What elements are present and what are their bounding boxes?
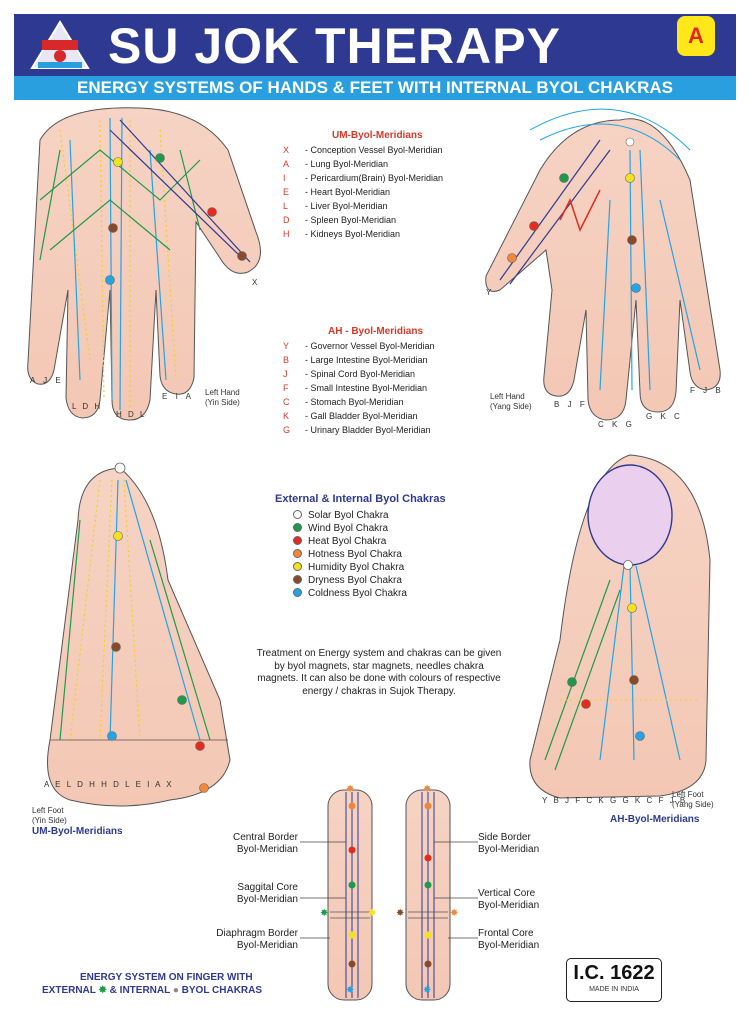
chakra-icon: ● — [172, 985, 179, 996]
finger-right-illustration — [405, 789, 451, 1001]
caption-left-foot-yang: Left Foot (Yang Side) — [672, 790, 714, 809]
finger-left-illustration — [327, 789, 373, 1001]
star-icon: ✸ — [320, 908, 329, 919]
label-vertical-core: Vertical Core Byol-Meridian — [478, 888, 540, 911]
letter: B J F — [554, 400, 588, 409]
letter: A J E — [30, 376, 64, 385]
label-central-border: Central Border Byol-Meridian — [232, 832, 298, 855]
legend-item: H- Kidneys Byol-Meridian — [283, 229, 401, 239]
legend-item: B- Large Intestine Byol-Meridian — [283, 355, 428, 365]
logo — [30, 20, 90, 69]
letter: F J B — [690, 386, 724, 395]
foot-yang-illustration — [529, 454, 711, 799]
legend-item: Solar Byol Chakra — [275, 510, 389, 521]
legend-item: Dryness Byol Chakra — [275, 575, 402, 586]
caption-ah-byol: AH-Byol-Meridians — [610, 814, 700, 825]
foot-yin-illustration — [47, 462, 231, 807]
sheet-badge: A — [677, 16, 715, 56]
label-side-border: Side Border Byol-Meridian — [478, 832, 540, 855]
legend-item: E- Heart Byol-Meridian — [283, 187, 391, 197]
hand-yin-illustration — [27, 107, 261, 421]
letter: C K G — [598, 420, 635, 429]
legend-item: I- Pericardium(Brain) Byol-Meridian — [283, 173, 444, 183]
legend-item: Hotness Byol Chakra — [275, 549, 402, 560]
legend-item: K- Gall Bladder Byol-Meridian — [283, 411, 418, 421]
star-icon: ✸ — [368, 908, 377, 919]
letter: G K C — [646, 412, 683, 421]
footer-line1: ENERGY SYSTEM ON FINGER WITH — [80, 972, 253, 983]
legend-item: F- Small Intestine Byol-Meridian — [283, 383, 428, 393]
page-title: SU JOK THERAPY — [108, 18, 561, 74]
letter: Y — [486, 288, 492, 297]
label-diaphragm-border: Diaphragm Border Byol-Meridian — [216, 928, 298, 951]
letter: E I A — [162, 392, 194, 401]
star-icon: ✸ — [396, 908, 405, 919]
legend-item: L- Liver Byol-Meridian — [283, 201, 388, 211]
header-bar — [14, 14, 736, 76]
ic-code: I.C. 1622 — [573, 962, 655, 984]
page-subtitle: ENERGY SYSTEMS OF HANDS & FEET WITH INTE… — [14, 76, 736, 100]
legend-item: C- Stomach Byol-Meridian — [283, 397, 404, 407]
letter: X — [252, 278, 258, 287]
caption-left-foot: Left Foot (Yin Side) — [32, 806, 67, 825]
legend-item: Y- Governor Vessel Byol-Meridian — [283, 341, 435, 351]
foot-yang-letters: Y B J F C K G G K C F J B — [542, 796, 688, 805]
legend-item: J- Spinal Cord Byol-Meridian — [283, 369, 416, 379]
legend-item: X- Conception Vessel Byol-Meridian — [283, 145, 443, 155]
foot-yin-letters: A E L D H H D L E I A X — [44, 780, 174, 789]
legend-item: Wind Byol Chakra — [275, 523, 388, 534]
label-frontal-core: Frontal Core Byol-Meridian — [478, 928, 540, 951]
caption-um-byol: UM-Byol-Meridians — [32, 826, 123, 837]
star-icon: ✸ — [423, 985, 432, 996]
ah-legend-title: AH - Byol-Meridians — [328, 326, 424, 337]
star-icon: ✸ — [346, 784, 355, 795]
letter: L D H — [72, 402, 103, 411]
legend-item: Humidity Byol Chakra — [275, 562, 404, 573]
label-saggital-core: Saggital Core Byol-Meridian — [236, 882, 298, 905]
legend-item: Coldness Byol Chakra — [275, 588, 407, 599]
legend-item: D- Spleen Byol-Meridian — [283, 215, 397, 225]
legend-item: Heat Byol Chakra — [275, 536, 386, 547]
caption-left-hand-yang: Left Hand (Yang Side) — [490, 392, 532, 411]
star-icon: ✸ — [346, 985, 355, 996]
caption-left-hand: Left Hand (Yin Side) — [205, 388, 240, 407]
leader-lines — [300, 841, 478, 939]
treatment-note: Treatment on Energy system and chakras c… — [256, 648, 502, 697]
ic-code-box: I.C. 1622 MADE IN INDIA — [566, 958, 662, 1002]
star-icon: ✸ — [450, 908, 459, 919]
hand-yang-illustration — [485, 108, 721, 421]
um-legend-title: UM-Byol-Meridians — [332, 130, 423, 141]
legend-item: G- Urinary Bladder Byol-Meridian — [283, 425, 431, 435]
star-icon: ✸ — [423, 784, 432, 795]
chakra-legend-title: External & Internal Byol Chakras — [275, 493, 446, 505]
footer-line2: EXTERNAL ✸ & INTERNAL ● BYOL CHAKRAS — [42, 985, 263, 996]
legend-item: A- Lung Byol-Meridian — [283, 159, 389, 169]
star-icon: ✸ — [98, 985, 107, 996]
made-in-india: MADE IN INDIA — [589, 986, 639, 993]
letter: H D L — [116, 410, 147, 419]
